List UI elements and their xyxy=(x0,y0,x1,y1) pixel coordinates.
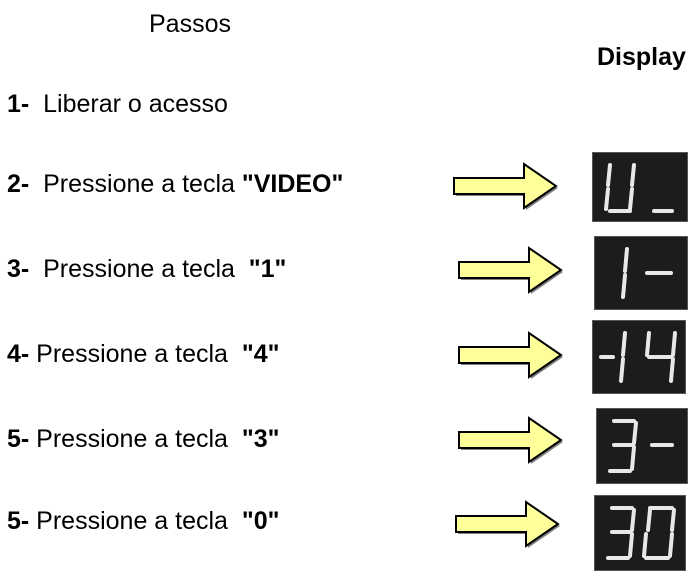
step-key: "4" xyxy=(241,340,280,368)
step-number: 1- xyxy=(7,90,30,118)
step-text: Liberar o acesso xyxy=(29,90,228,118)
display-u-underscore xyxy=(592,152,688,222)
step-number: 2- xyxy=(7,170,30,198)
seven-segment-digits xyxy=(621,247,673,299)
seven-segment-digits xyxy=(599,331,677,383)
step-text: Pressione a tecla xyxy=(29,340,242,368)
display-1-dash xyxy=(594,236,688,310)
passos-heading: Passos xyxy=(149,10,231,38)
step-number: 5- xyxy=(7,507,30,535)
step-text: Pressione a tecla xyxy=(29,255,249,283)
step-key: "0" xyxy=(241,507,280,535)
step-number: 3- xyxy=(7,255,30,283)
step-text: Pressione a tecla xyxy=(29,507,242,535)
right-arrow-icon xyxy=(458,331,563,379)
display-30 xyxy=(594,495,686,571)
right-arrow-icon xyxy=(458,416,563,464)
step-5: 5- Pressione a tecla "3" xyxy=(7,425,279,454)
step-key: "VIDEO" xyxy=(241,170,344,198)
right-arrow-icon xyxy=(458,246,563,294)
step-key: "1" xyxy=(248,255,287,283)
step-number: 5- xyxy=(7,425,30,453)
step-2: 2- Pressione a tecla "VIDEO" xyxy=(7,170,343,199)
right-arrow-icon xyxy=(455,500,560,548)
seven-segment-digits xyxy=(608,419,674,473)
step-4: 4- Pressione a tecla "4" xyxy=(7,340,279,369)
seven-segment-digits xyxy=(606,506,676,560)
step-number: 4- xyxy=(7,340,30,368)
seven-segment-digits xyxy=(604,163,674,213)
right-arrow-icon xyxy=(453,162,558,210)
display-3-dash xyxy=(596,408,688,484)
step-key: "3" xyxy=(241,425,280,453)
step-text: Pressione a tecla xyxy=(29,170,242,198)
step-text: Pressione a tecla xyxy=(29,425,242,453)
step-1: 1- Liberar o acesso xyxy=(7,90,228,119)
display-dash-14 xyxy=(592,320,686,394)
step-3: 3- Pressione a tecla "1" xyxy=(7,255,286,284)
display-heading: Display xyxy=(597,43,686,71)
step-6: 5- Pressione a tecla "0" xyxy=(7,507,279,536)
